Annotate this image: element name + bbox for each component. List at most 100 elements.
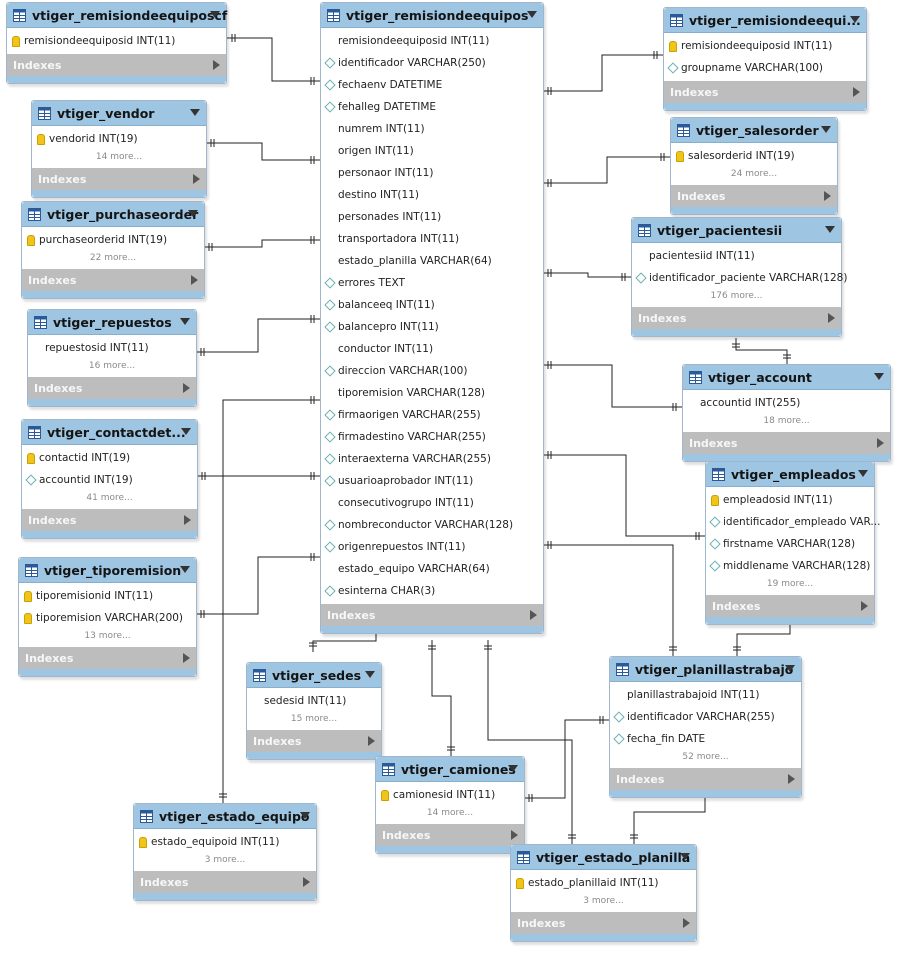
table-column[interactable]: destino INT(11) bbox=[321, 184, 543, 206]
table-header[interactable]: vtiger_repuestos bbox=[28, 310, 196, 335]
more-columns-label[interactable]: 18 more... bbox=[763, 416, 810, 426]
table-header[interactable]: vtiger_tiporemision bbox=[19, 558, 196, 583]
table-column[interactable]: salesorderid INT(19) bbox=[671, 145, 837, 167]
table-column[interactable]: accountid INT(255) bbox=[683, 392, 890, 414]
table-menu-arrow-icon[interactable] bbox=[180, 566, 190, 573]
expand-arrow-icon[interactable] bbox=[511, 830, 518, 840]
table-header[interactable]: vtiger_camiones bbox=[376, 757, 524, 782]
table-column[interactable]: planillastrabajoid INT(11) bbox=[610, 684, 801, 706]
table-menu-arrow-icon[interactable] bbox=[821, 126, 831, 133]
table-column[interactable]: errores TEXT bbox=[321, 272, 543, 294]
table-menu-arrow-icon[interactable] bbox=[365, 671, 375, 678]
table-column[interactable]: remisiondeequiposid INT(11) bbox=[664, 35, 866, 57]
table-column[interactable]: balanceeq INT(11) bbox=[321, 294, 543, 316]
expand-arrow-icon[interactable] bbox=[861, 601, 868, 611]
expand-arrow-icon[interactable] bbox=[828, 313, 835, 323]
table-column[interactable]: groupname VARCHAR(100) bbox=[664, 57, 866, 79]
table-column[interactable]: tiporemisionid INT(11) bbox=[19, 585, 196, 607]
table-menu-arrow-icon[interactable] bbox=[858, 470, 868, 477]
expand-arrow-icon[interactable] bbox=[368, 736, 375, 746]
table-column[interactable]: middlename VARCHAR(128) bbox=[706, 555, 874, 577]
indexes-section[interactable]: Indexes bbox=[664, 81, 866, 103]
table-column[interactable]: fecha_fin DATE bbox=[610, 728, 801, 750]
table-column[interactable]: personades INT(11) bbox=[321, 206, 543, 228]
table-column[interactable]: estado_planillaid INT(11) bbox=[511, 872, 696, 894]
indexes-section[interactable]: Indexes bbox=[610, 768, 801, 790]
indexes-section[interactable]: Indexes bbox=[632, 307, 841, 329]
table-remisiongrp[interactable]: vtiger_remisiondeequi...remisiondeequipo… bbox=[663, 7, 867, 111]
more-columns-label[interactable]: 19 more... bbox=[766, 579, 814, 589]
table-header[interactable]: vtiger_vendor bbox=[32, 101, 206, 126]
table-menu-arrow-icon[interactable] bbox=[850, 16, 860, 23]
table-column[interactable]: balancepro INT(11) bbox=[321, 316, 543, 338]
table-column[interactable]: conductor INT(11) bbox=[321, 338, 543, 360]
table-column[interactable]: camionesid INT(11) bbox=[376, 784, 524, 806]
table-column[interactable]: firstname VARCHAR(128) bbox=[706, 533, 874, 555]
more-columns-label[interactable]: 16 more... bbox=[88, 361, 136, 371]
table-column[interactable]: estado_equipoid INT(11) bbox=[134, 831, 316, 853]
table-menu-arrow-icon[interactable] bbox=[508, 765, 518, 772]
table-column[interactable]: firmaorigen VARCHAR(255) bbox=[321, 404, 543, 426]
more-columns-label[interactable]: 52 more... bbox=[682, 752, 729, 762]
table-header[interactable]: vtiger_remisiondeequipos bbox=[321, 3, 543, 28]
expand-arrow-icon[interactable] bbox=[193, 174, 200, 184]
table-header[interactable]: vtiger_salesorder bbox=[671, 118, 837, 143]
more-columns-label[interactable]: 14 more... bbox=[426, 808, 474, 818]
table-column[interactable]: repuestosid INT(11) bbox=[28, 337, 196, 359]
table-column[interactable]: numrem INT(11) bbox=[321, 118, 543, 140]
table-header[interactable]: vtiger_remisiondeequi... bbox=[664, 8, 866, 33]
table-column[interactable]: consecutivogrupo INT(11) bbox=[321, 492, 543, 514]
table-menu-arrow-icon[interactable] bbox=[180, 318, 190, 325]
table-column[interactable]: identificador VARCHAR(250) bbox=[321, 52, 543, 74]
indexes-section[interactable]: Indexes bbox=[19, 647, 196, 669]
indexes-section[interactable]: Indexes bbox=[683, 432, 890, 454]
table-column[interactable]: esinterna CHAR(3) bbox=[321, 580, 543, 602]
table-column[interactable]: remisiondeequiposid INT(11) bbox=[7, 30, 226, 52]
indexes-section[interactable]: Indexes bbox=[247, 730, 381, 752]
table-column[interactable]: personaor INT(11) bbox=[321, 162, 543, 184]
expand-arrow-icon[interactable] bbox=[853, 87, 860, 97]
expand-arrow-icon[interactable] bbox=[183, 653, 190, 663]
expand-arrow-icon[interactable] bbox=[877, 438, 884, 448]
table-header[interactable]: vtiger_contactdet... bbox=[22, 420, 197, 445]
table-menu-arrow-icon[interactable] bbox=[874, 373, 884, 380]
indexes-section[interactable]: Indexes bbox=[376, 824, 524, 846]
indexes-section[interactable]: Indexes bbox=[28, 377, 196, 399]
more-columns-label[interactable]: 3 more... bbox=[583, 896, 624, 906]
table-column[interactable]: interaexterna VARCHAR(255) bbox=[321, 448, 543, 470]
table-column[interactable]: usuarioaprobador INT(11) bbox=[321, 470, 543, 492]
indexes-section[interactable]: Indexes bbox=[32, 168, 206, 190]
table-column[interactable]: transportadora INT(11) bbox=[321, 228, 543, 250]
expand-arrow-icon[interactable] bbox=[191, 275, 198, 285]
table-column[interactable]: identificador_empleado VAR... bbox=[706, 511, 880, 533]
table-column[interactable]: remisiondeequiposid INT(11) bbox=[321, 30, 543, 52]
expand-arrow-icon[interactable] bbox=[824, 191, 831, 201]
indexes-section[interactable]: Indexes bbox=[321, 604, 543, 626]
table-column[interactable]: tiporemision VARCHAR(200) bbox=[19, 607, 196, 629]
table-menu-arrow-icon[interactable] bbox=[300, 812, 310, 819]
expand-arrow-icon[interactable] bbox=[213, 60, 220, 70]
table-header[interactable]: vtiger_planillastrabajo bbox=[610, 657, 801, 682]
table-column[interactable]: accountid INT(19) bbox=[22, 469, 197, 491]
indexes-section[interactable]: Indexes bbox=[671, 185, 837, 207]
table-menu-arrow-icon[interactable] bbox=[527, 11, 537, 18]
more-columns-label[interactable]: 24 more... bbox=[730, 169, 778, 179]
indexes-section[interactable]: Indexes bbox=[706, 595, 874, 617]
table-menu-arrow-icon[interactable] bbox=[680, 853, 690, 860]
table-column[interactable]: pacientesiid INT(11) bbox=[632, 245, 841, 267]
more-columns-label[interactable]: 41 more... bbox=[86, 493, 133, 503]
indexes-section[interactable]: Indexes bbox=[7, 54, 226, 76]
table-column[interactable]: firmadestino VARCHAR(255) bbox=[321, 426, 543, 448]
expand-arrow-icon[interactable] bbox=[303, 877, 310, 887]
table-header[interactable]: vtiger_estado_equipo bbox=[134, 804, 316, 829]
